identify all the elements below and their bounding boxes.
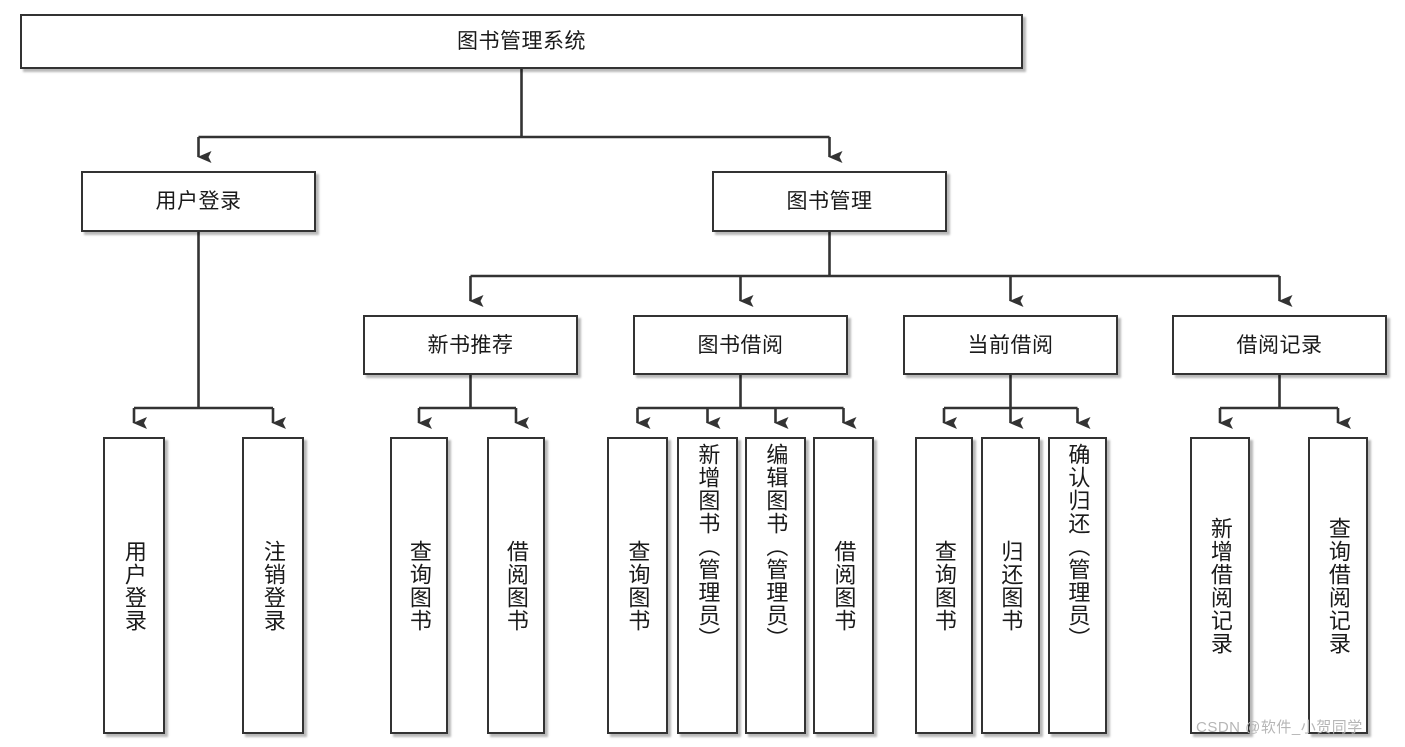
watermark: CSDN @软件_小贺同学 (1196, 719, 1363, 736)
node-book-borrow-label: 图书借阅 (697, 333, 784, 357)
node-leaf-query-book-3[interactable]: 查询图书 (915, 437, 973, 734)
node-user-login[interactable]: 用户登录 (81, 171, 316, 232)
node-leaf-user-logout[interactable]: 注销登录 (242, 437, 304, 734)
node-leaf-borrow-book-2[interactable]: 借阅图书 (813, 437, 874, 734)
node-leaf-borrow-book-1[interactable]: 借阅图书 (487, 437, 545, 734)
node-leaf-confirm-return-admin[interactable]: 确认归还（管理员） (1048, 437, 1107, 734)
node-leaf-add-borrow-record-label: 新增借阅记录 (1207, 516, 1233, 655)
node-leaf-edit-book-admin-label: 编辑图书（管理员） (763, 443, 789, 650)
node-leaf-add-book-admin[interactable]: 新增图书（管理员） (677, 437, 738, 734)
node-leaf-return-book-label: 归还图书 (998, 539, 1024, 632)
node-current-borrow-label: 当前借阅 (967, 333, 1054, 357)
node-book-borrow[interactable]: 图书借阅 (633, 315, 848, 375)
node-leaf-confirm-return-admin-label: 确认归还（管理员） (1065, 443, 1091, 650)
node-leaf-query-book-3-label: 查询图书 (931, 539, 957, 632)
node-leaf-user-login-label: 用户登录 (121, 539, 147, 632)
node-leaf-user-logout-label: 注销登录 (260, 539, 286, 632)
node-book-manage[interactable]: 图书管理 (712, 171, 947, 232)
node-user-login-label: 用户登录 (155, 190, 242, 213)
node-leaf-query-borrow-record-label: 查询借阅记录 (1325, 516, 1351, 655)
node-new-book-recommend-label: 新书推荐 (427, 333, 514, 357)
node-leaf-borrow-book-2-label: 借阅图书 (831, 539, 857, 632)
node-leaf-return-book[interactable]: 归还图书 (981, 437, 1040, 734)
node-borrow-record-label: 借阅记录 (1236, 333, 1323, 357)
node-current-borrow[interactable]: 当前借阅 (903, 315, 1118, 375)
node-leaf-query-book-2-label: 查询图书 (625, 539, 651, 632)
node-book-manage-label: 图书管理 (786, 190, 873, 213)
node-leaf-add-borrow-record[interactable]: 新增借阅记录 (1190, 437, 1250, 734)
node-leaf-borrow-book-1-label: 借阅图书 (503, 539, 529, 632)
node-leaf-user-login[interactable]: 用户登录 (103, 437, 165, 734)
node-borrow-record[interactable]: 借阅记录 (1172, 315, 1387, 375)
node-leaf-query-book-1-label: 查询图书 (406, 539, 432, 632)
node-leaf-query-book-1[interactable]: 查询图书 (390, 437, 448, 734)
node-leaf-add-book-admin-label: 新增图书（管理员） (695, 443, 721, 650)
node-root[interactable]: 图书管理系统 (20, 14, 1023, 69)
node-leaf-query-book-2[interactable]: 查询图书 (607, 437, 668, 734)
node-leaf-edit-book-admin[interactable]: 编辑图书（管理员） (745, 437, 806, 734)
node-root-label: 图书管理系统 (457, 30, 586, 53)
node-new-book-recommend[interactable]: 新书推荐 (363, 315, 578, 375)
node-leaf-query-borrow-record[interactable]: 查询借阅记录 (1308, 437, 1368, 734)
